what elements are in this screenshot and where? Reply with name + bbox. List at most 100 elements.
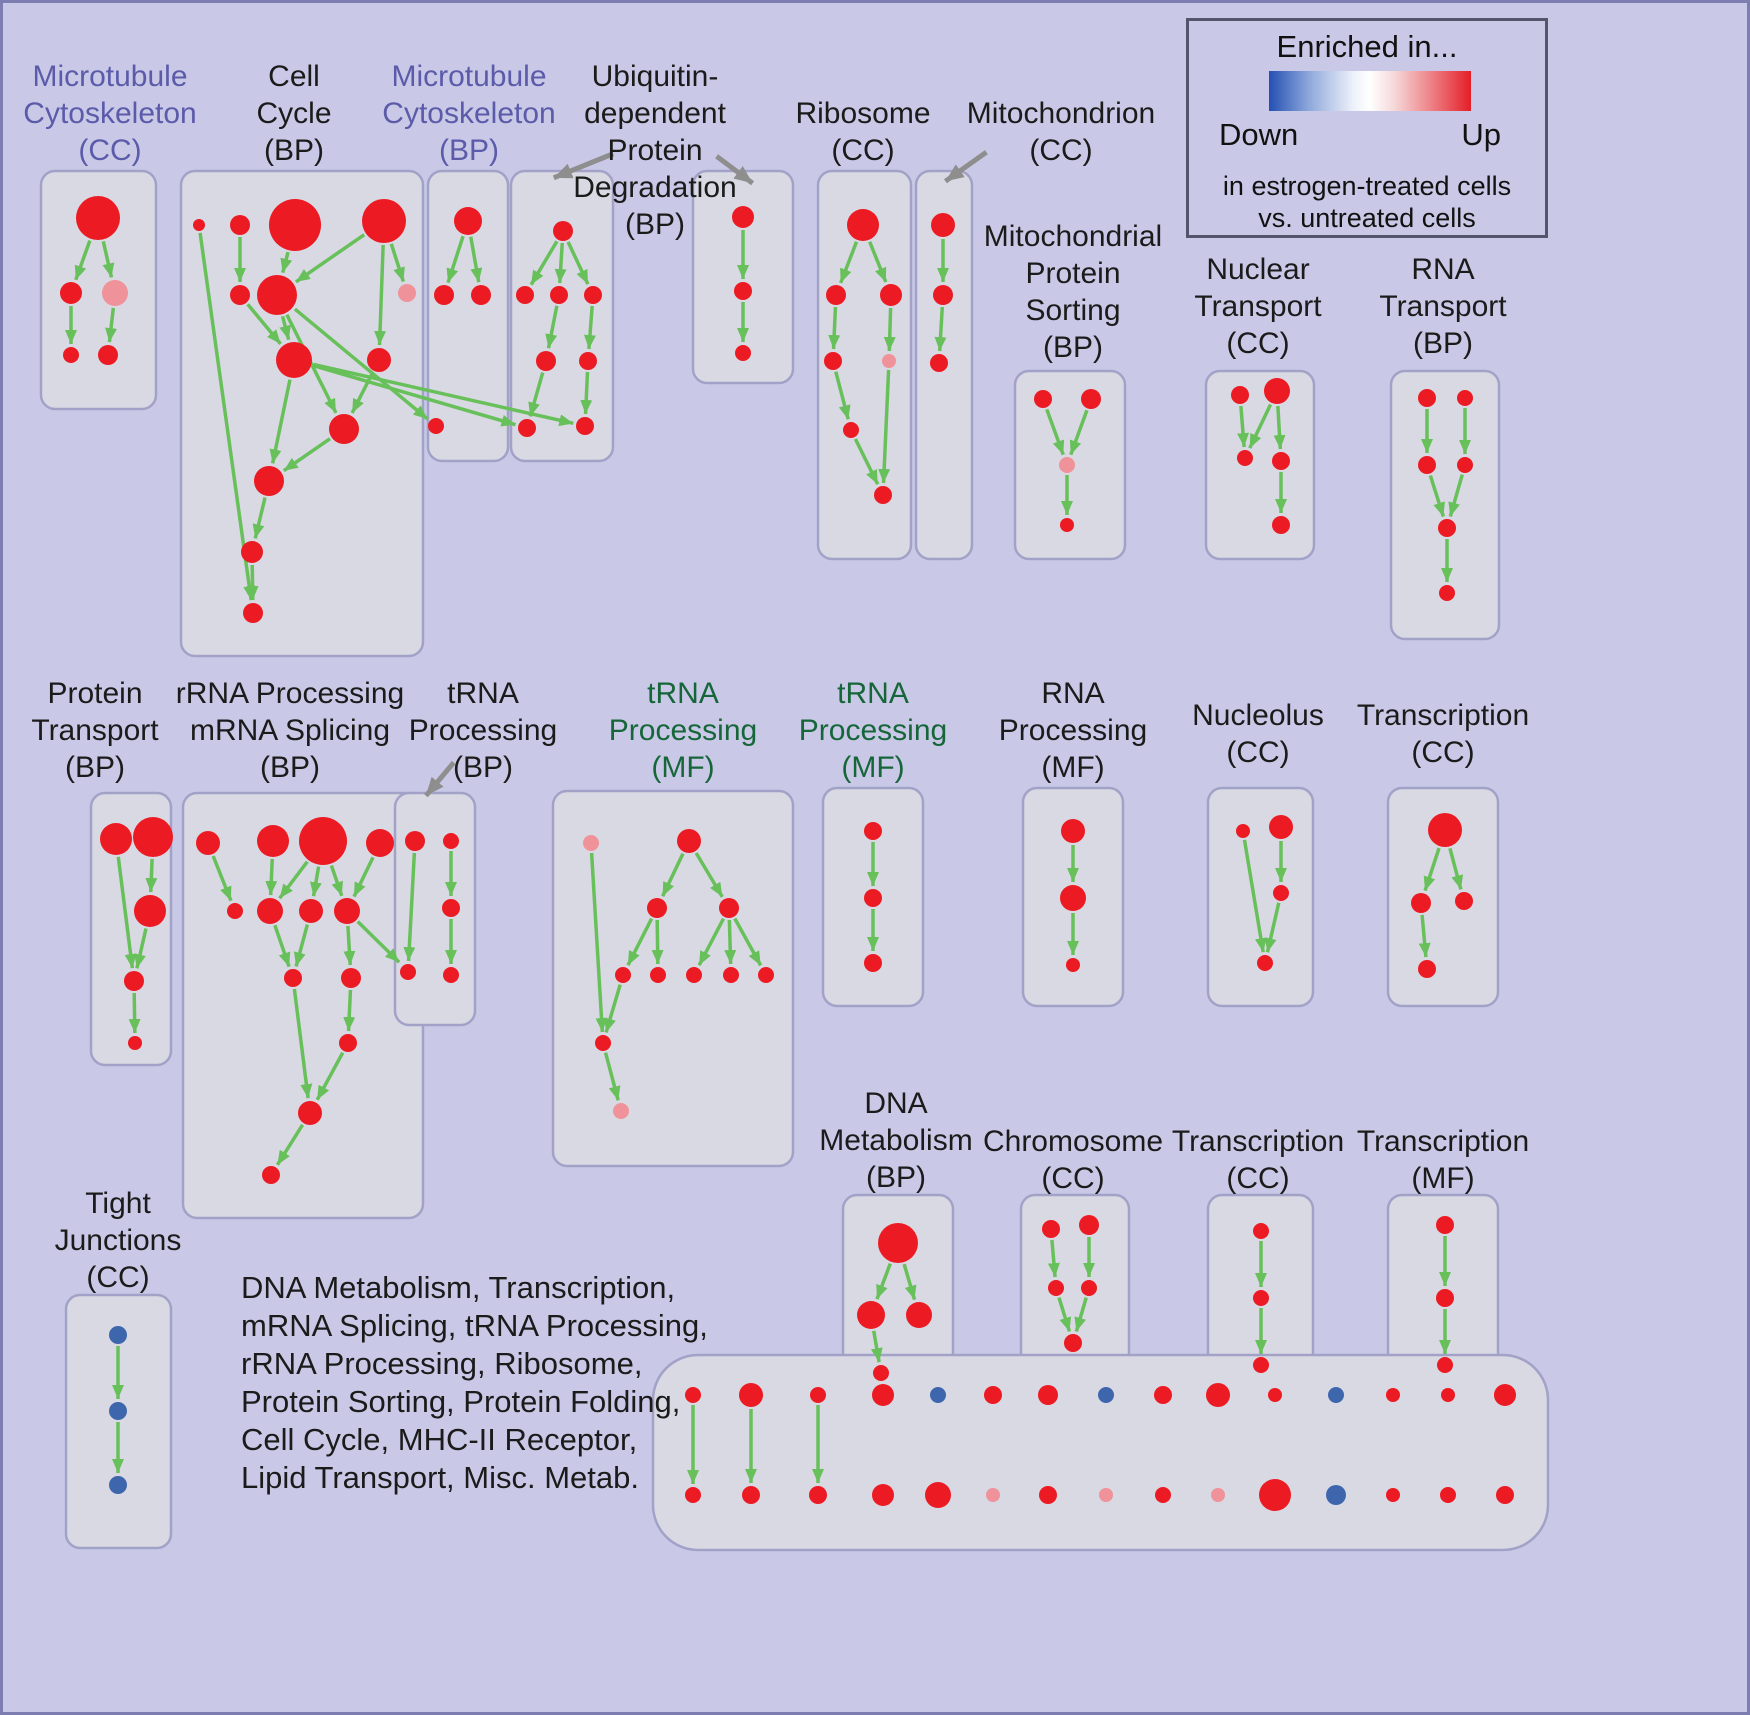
edge-arrow <box>101 241 115 278</box>
cross-edge-arrow <box>356 920 401 964</box>
go-term-node <box>1436 1216 1454 1234</box>
go-term-node <box>405 831 425 851</box>
go-term-node <box>1494 1384 1516 1406</box>
edge-arrow <box>134 928 148 969</box>
cross-edge-arrow <box>313 362 574 427</box>
go-term-node <box>1259 1479 1291 1511</box>
cluster-label-rna-transport-bp: RNA Transport (BP) <box>1379 253 1507 360</box>
cluster-label-cell-cycle-bp: Cell Cycle (BP) <box>256 60 332 167</box>
legend-title: Enriched in... <box>1276 29 1458 64</box>
edge-arrow <box>878 369 891 484</box>
label-pointer-arrow <box>943 150 988 184</box>
edge-arrow <box>1047 1239 1060 1278</box>
go-term-node <box>1441 1388 1455 1402</box>
cluster-label-chromosome-cc: Chromosome (CC) <box>982 1125 1164 1195</box>
go-term-node <box>63 347 79 363</box>
go-term-node <box>864 822 882 840</box>
edge-arrow <box>315 1051 345 1101</box>
edge-arrow <box>1428 474 1446 518</box>
go-term-node <box>362 199 406 243</box>
go-term-node <box>471 285 491 305</box>
edge-arrow <box>1057 1297 1072 1333</box>
go-term-node <box>739 1383 763 1407</box>
cluster-label-nuclear-transport-cc: Nuclear Transport (CC) <box>1194 253 1322 360</box>
go-term-node <box>613 1103 629 1119</box>
go-term-node <box>230 215 250 235</box>
go-term-node <box>864 889 882 907</box>
edge-arrow <box>1045 408 1065 456</box>
go-term-node <box>1206 1383 1230 1407</box>
go-term-node <box>719 898 739 918</box>
cluster-label-rrna-processing-mrna-splicing-bp: rRNA Processing mRNA Splicing (BP) <box>175 677 405 784</box>
cluster-label-ribosome-cc: Ribosome (CC) <box>795 97 931 167</box>
edge-arrow <box>1248 403 1273 449</box>
go-term-node <box>650 967 666 983</box>
edge-arrow <box>374 244 387 346</box>
go-term-node <box>677 829 701 853</box>
go-term-node <box>843 422 859 438</box>
edge-arrow <box>128 992 141 1034</box>
cluster-label-protein-transport-bp: Protein Transport (BP) <box>31 677 159 784</box>
legend-subtitle-2: vs. untreated cells <box>1258 203 1476 233</box>
edge-arrow <box>350 371 375 414</box>
go-term-node <box>864 954 882 972</box>
go-term-node <box>227 903 243 919</box>
go-term-node <box>1081 389 1101 409</box>
edge-arrow <box>269 379 292 464</box>
edge-arrow <box>293 924 310 967</box>
cluster-label-ubiquitin-degradation-bp: Ubiquitin- dependent Protein Degradation… <box>573 60 737 241</box>
go-term-node <box>847 209 879 241</box>
go-term-node <box>1436 1289 1454 1307</box>
cluster-label-transcription-cc-2: Transcription (CC) <box>1171 1125 1345 1195</box>
go-term-node <box>1496 1486 1514 1504</box>
go-term-node <box>1418 389 1436 407</box>
go-term-node <box>102 280 128 306</box>
go-term-node <box>1439 585 1455 601</box>
go-term-node <box>284 969 302 987</box>
go-term-node <box>874 486 892 504</box>
cluster-label-mitochondrion-cc: Mitochondrion (CC) <box>966 97 1156 167</box>
cluster-label-trna-processing-mf-1: tRNA Processing (MF) <box>608 677 758 784</box>
edge-arrow <box>554 242 567 284</box>
edge-arrow <box>902 1263 917 1301</box>
cross-edge-arrow <box>293 307 429 421</box>
cluster-label-trna-processing-bp: tRNA Processing (BP) <box>408 677 558 784</box>
go-term-node <box>241 541 263 563</box>
edge-arrow <box>626 917 654 966</box>
edge-arrow <box>294 233 366 284</box>
cluster-label-dna-metabolism-bp: DNA Metabolism (BP) <box>819 1087 973 1194</box>
edge-arrow <box>604 984 622 1033</box>
go-term-node <box>1437 1357 1453 1373</box>
go-term-node <box>193 219 205 231</box>
go-term-node <box>442 899 460 917</box>
edge-arrow <box>661 852 685 898</box>
cluster-box-microtubule-cytoskeleton-bp <box>426 169 510 463</box>
misc-categories-text: DNA Metabolism, Transcription, mRNA Spli… <box>241 1270 708 1495</box>
label-pointer-arrow <box>552 151 615 181</box>
legend-gradient-bar <box>1269 71 1471 111</box>
go-term-node <box>986 1488 1000 1502</box>
edge-arrow <box>1448 474 1464 517</box>
go-enrichment-network-diagram <box>39 150 1550 1552</box>
edge-arrow <box>580 371 593 415</box>
go-term-node <box>930 354 948 372</box>
go-term-node <box>1418 456 1436 474</box>
go-term-node <box>576 417 594 435</box>
edge-arrow <box>697 917 725 967</box>
legend-subtitle-1: in estrogen-treated cells <box>1222 171 1512 201</box>
go-term-node <box>723 967 739 983</box>
go-term-node <box>930 1387 946 1403</box>
edge-arrow <box>145 858 158 893</box>
go-term-node <box>329 414 359 444</box>
go-term-node <box>536 351 556 371</box>
go-term-node <box>615 967 631 983</box>
go-term-node <box>243 603 263 623</box>
go-term-node <box>1326 1485 1346 1505</box>
edge-arrow <box>252 497 267 539</box>
edge-arrow <box>883 307 896 352</box>
cluster-label-microtubule-cytoskeleton-bp: Microtubule Cytoskeleton (BP) <box>382 60 556 167</box>
go-term-node <box>341 968 361 988</box>
go-term-node <box>933 285 953 305</box>
go-term-node <box>109 1476 127 1494</box>
edge-arrow <box>834 371 851 420</box>
